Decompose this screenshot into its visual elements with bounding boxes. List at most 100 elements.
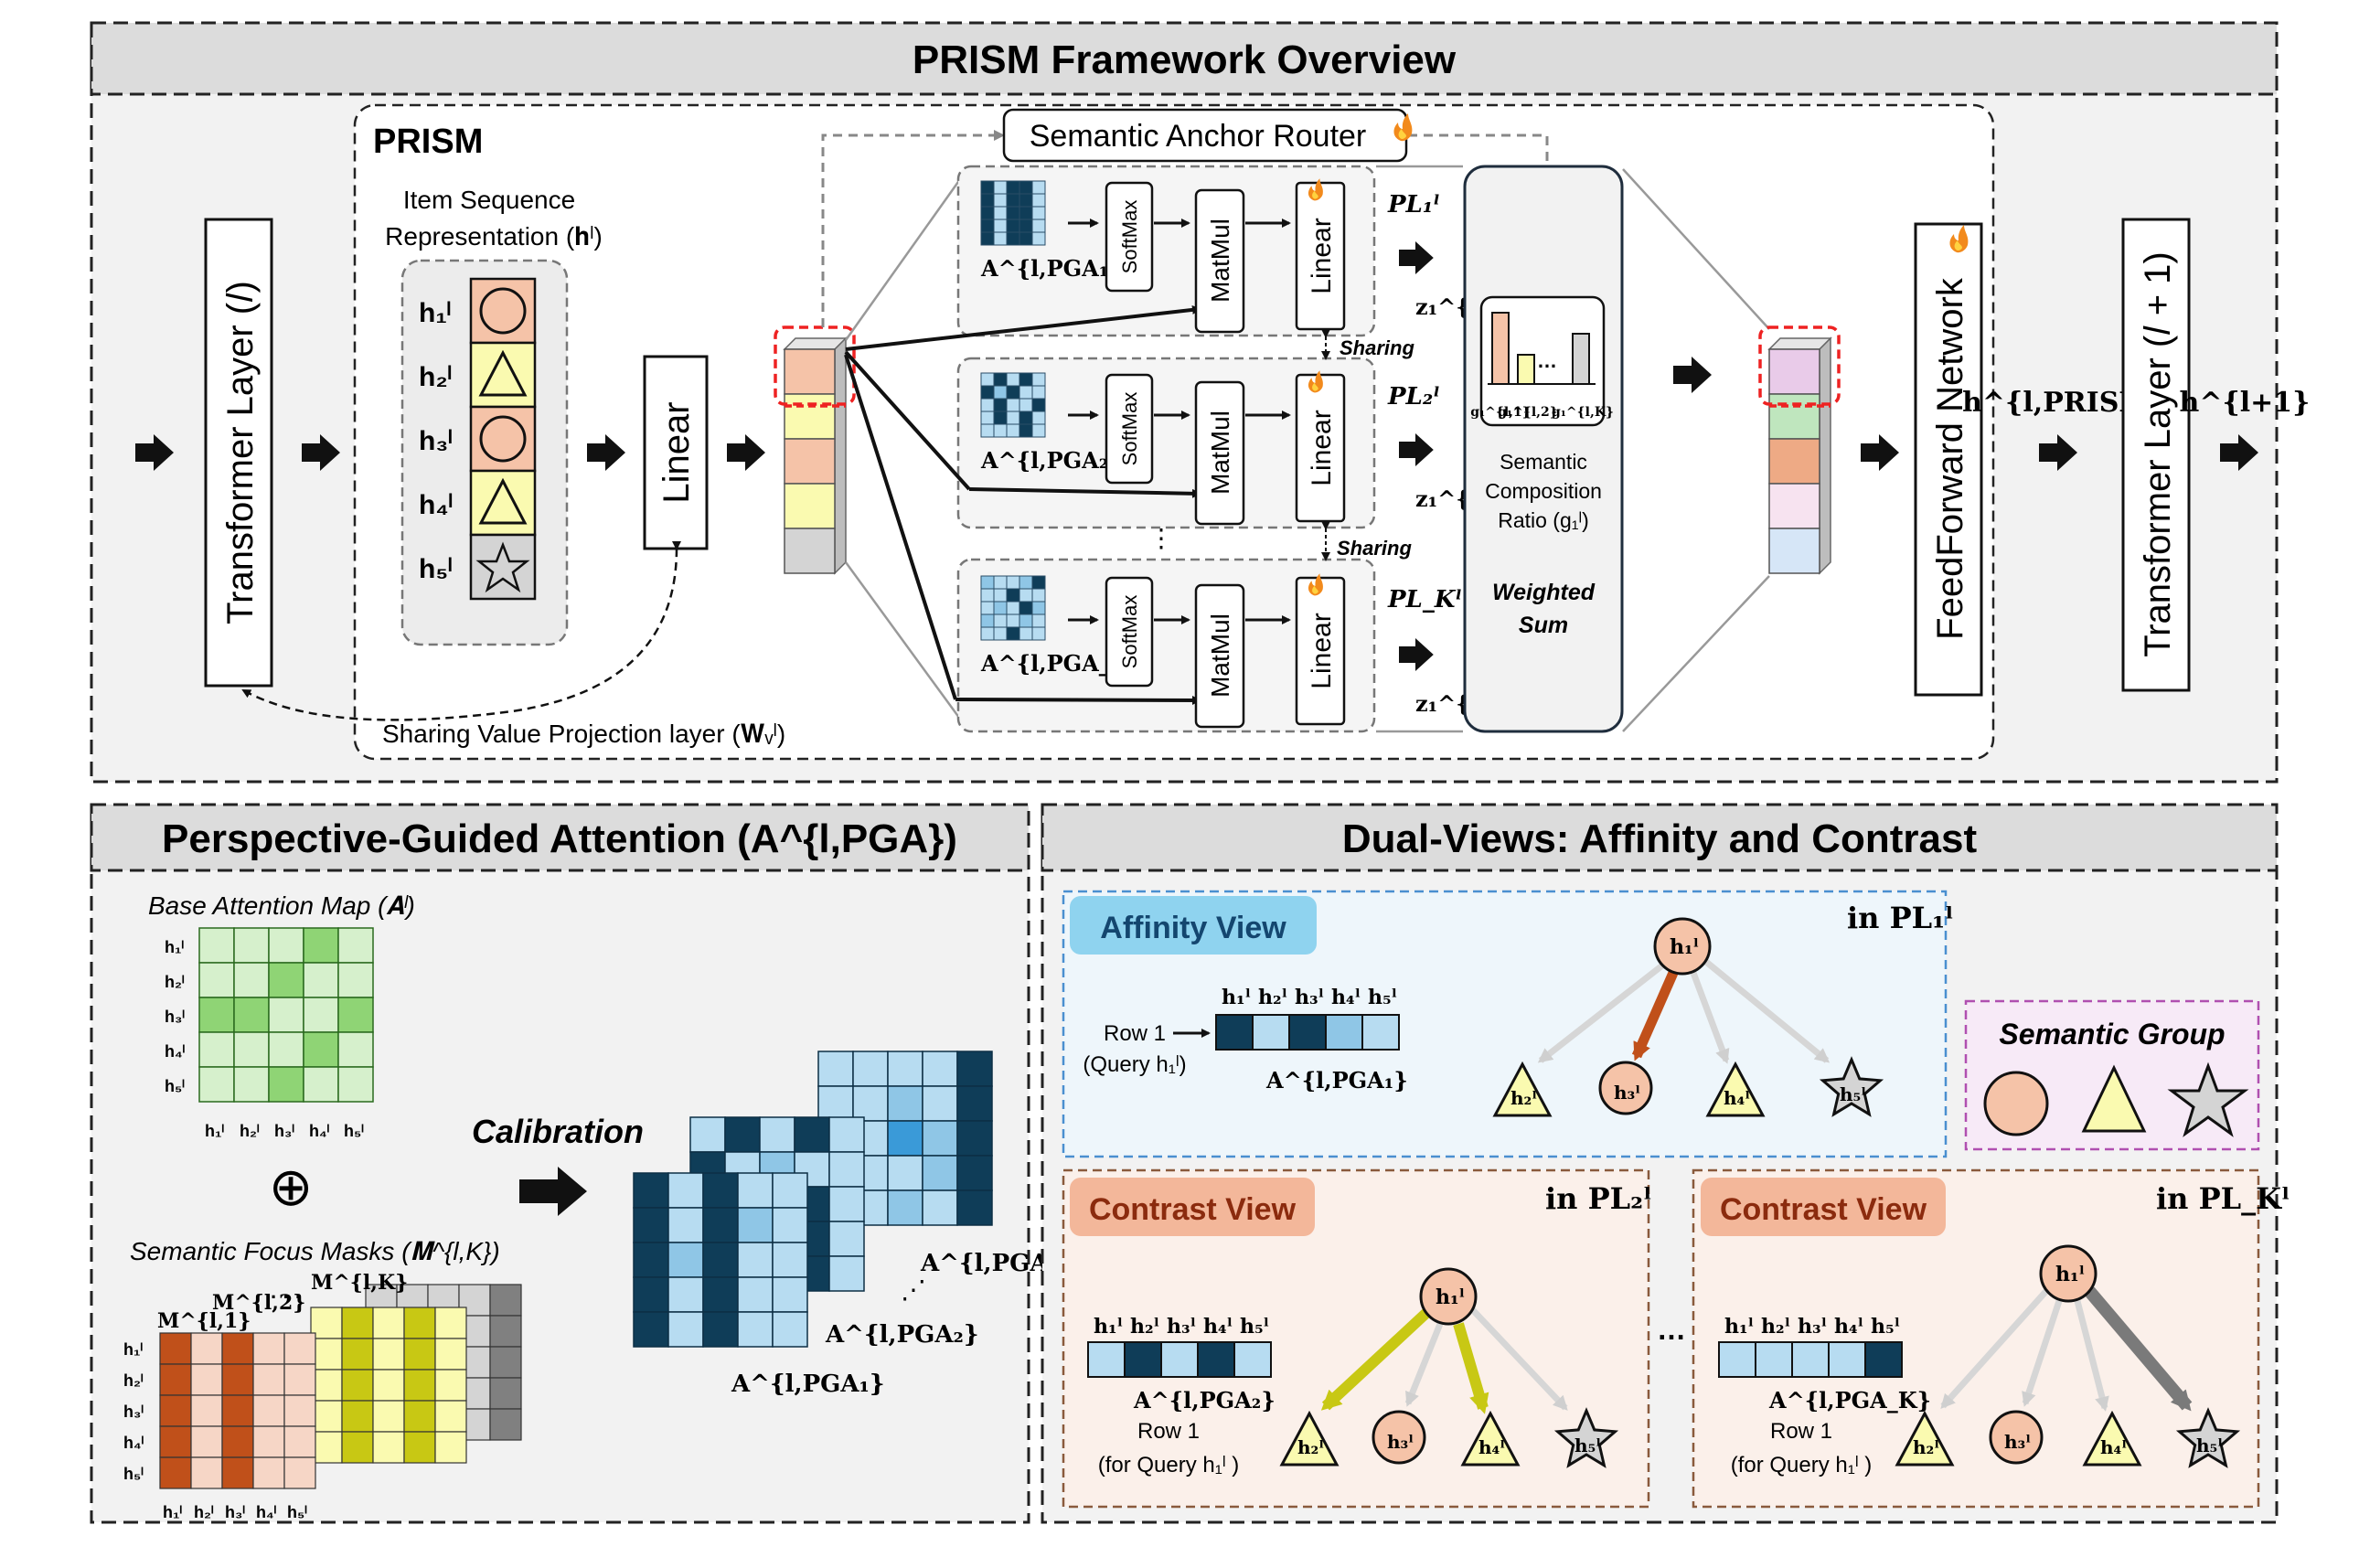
pga-2-map-cell — [828, 1116, 865, 1153]
base-attention-grid — [198, 927, 374, 1103]
base-row-label: h₄ˡ — [165, 1042, 186, 1061]
mask-1-cell — [190, 1363, 223, 1396]
matrix-cell — [1019, 385, 1033, 400]
base-cell — [303, 1031, 339, 1068]
attention-edge — [1469, 1307, 1568, 1411]
triangle-group-icon — [2081, 1064, 2147, 1133]
mask-2-cell — [403, 1338, 436, 1371]
circle-node — [1598, 1061, 1653, 1115]
matrix-cell — [1006, 385, 1020, 400]
child-node-label: h₂ˡ — [1510, 1087, 1537, 1109]
matrix-cell — [1006, 398, 1020, 412]
attention-edge — [2074, 1300, 2109, 1412]
affinity-strip-label: A^{l,PGA₁} — [1265, 1067, 1408, 1093]
strip-token-label: h₁ˡ — [1094, 1315, 1123, 1339]
strip-cell — [1160, 1341, 1199, 1378]
mask-col-label: h₂ˡ — [194, 1503, 214, 1521]
base-cell — [233, 927, 270, 964]
calibration-label: Calibration — [472, 1113, 644, 1150]
base-cell — [233, 1031, 270, 1068]
triangle-node — [1895, 1410, 1955, 1467]
matrix-cell — [980, 398, 995, 412]
softmax-label: SoftMax — [1118, 392, 1141, 466]
softmax-box — [1105, 373, 1154, 485]
mask-1-cell — [221, 1332, 254, 1365]
base-cell — [268, 997, 304, 1033]
feedforward-network: FeedForward Network — [1930, 277, 1970, 640]
mask-row-label: h₃ˡ — [123, 1403, 144, 1421]
mask-1-cell — [190, 1332, 223, 1365]
matrix-cell — [1031, 372, 1046, 387]
pga-2-map-cell — [828, 1186, 865, 1222]
strip-token-label: h₅ˡ — [1240, 1315, 1269, 1339]
pga-k-map-cell — [887, 1155, 923, 1191]
pga-1-map-cell — [633, 1276, 669, 1313]
mask-name-1: M^{l,1} — [157, 1309, 251, 1333]
circle-node — [1989, 1410, 2044, 1465]
triangle-node — [1705, 1061, 1766, 1117]
weighted-label: Weighted — [1492, 580, 1596, 605]
semantic-group-label: Semantic Group — [1999, 1018, 2225, 1051]
masks-label: Semantic Focus Masks (𝐌^{l,K}) — [130, 1237, 500, 1265]
matmul-box — [1194, 583, 1245, 729]
mask-row-label: h₂ˡ — [123, 1371, 144, 1390]
matmul-box — [1194, 188, 1245, 334]
matmul-label: MatMul — [1206, 411, 1234, 495]
mask-2-cell — [372, 1338, 405, 1371]
base-cell — [337, 1066, 374, 1103]
strip-cell — [1124, 1341, 1162, 1378]
child-node-label: h₃ˡ — [1614, 1082, 1640, 1104]
pga-1-map-cell — [772, 1207, 808, 1243]
triangle-node — [2082, 1410, 2142, 1467]
mask-1-cell — [283, 1425, 316, 1458]
affinity-pl-label: in PL₁ˡ — [1847, 901, 1953, 935]
pga-1-label: A^{l,PGA₁} — [731, 1371, 885, 1398]
strip-token-label: h₄ˡ — [1834, 1315, 1863, 1339]
sharing-label-2: Sharing — [1337, 537, 1412, 560]
query-node-label: h₁ˡ — [1670, 935, 1699, 959]
pga-panel: Perspective-Guided Attention (A^{l,PGA})… — [90, 803, 1096, 1524]
strip-cell — [1325, 1014, 1363, 1051]
matrix-cell — [980, 372, 995, 387]
mask-2-cell — [341, 1400, 374, 1433]
composition-bars — [1488, 312, 1596, 385]
mask-2-cell — [372, 1307, 405, 1339]
matrix-cell — [993, 411, 1008, 425]
mask-k-cell — [489, 1377, 522, 1410]
attention-edge — [1631, 970, 1679, 1061]
matrix-cell — [1019, 588, 1033, 603]
token-h1: h₁ˡ — [419, 298, 451, 328]
matrix-cell — [980, 411, 995, 425]
branch-pl-label: PL₂ˡ — [1387, 383, 1440, 411]
mask-row-label: h₅ˡ — [123, 1465, 144, 1483]
strip-cell — [1252, 1014, 1290, 1051]
contrast-view-label-2: Contrast View — [1089, 1192, 1297, 1227]
triangle-node — [1492, 1061, 1553, 1117]
base-row-label: h₂ˡ — [165, 973, 185, 991]
pga-1-map-cell — [667, 1276, 704, 1313]
mask-1-cell — [159, 1425, 192, 1458]
pga-k-map-cell — [956, 1120, 993, 1157]
linear-block: Linear — [656, 401, 697, 503]
query-node — [1653, 917, 1712, 976]
contrast-row1-k: Row 1 — [1770, 1419, 1832, 1444]
token-h5: h₅ˡ — [419, 554, 452, 584]
base-cell — [198, 1066, 235, 1103]
pga-1-map-cell — [772, 1242, 808, 1278]
mask-name-k: M^{l,K} — [311, 1271, 408, 1295]
matrix-cell — [980, 219, 995, 233]
base-map-label: Base Attention Map (𝐀ˡ) — [148, 891, 415, 920]
pga-k-map-cell — [887, 1120, 923, 1157]
softmax-label: SoftMax — [1118, 200, 1141, 274]
matrix-cell — [1031, 626, 1046, 641]
value-stack — [774, 325, 856, 575]
attention-edge — [2022, 1299, 2063, 1407]
item-seq-label: Item Sequence — [403, 186, 575, 214]
query-node — [2039, 1244, 2097, 1303]
pga-k-map-cell — [956, 1051, 993, 1087]
pga-1-map-cell — [702, 1207, 739, 1243]
